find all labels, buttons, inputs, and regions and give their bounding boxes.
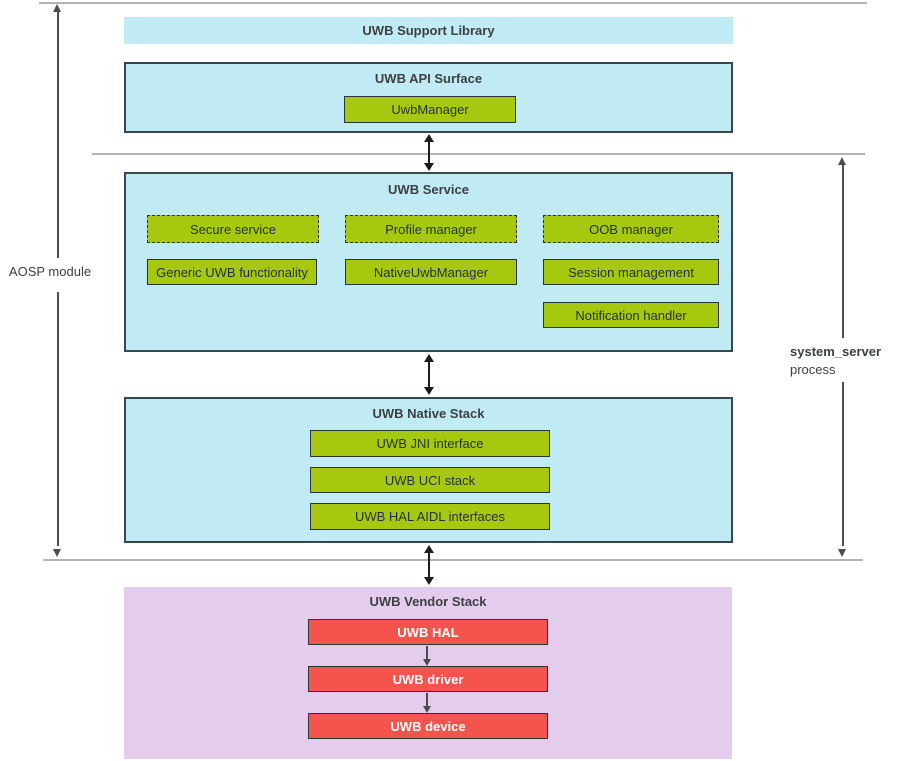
notification-handler-box: Notification handler	[543, 302, 719, 328]
hal-driver-down-arrow	[423, 646, 431, 666]
native-vendor-bidirectional-arrow	[424, 545, 434, 585]
driver-device-down-arrow	[423, 693, 431, 713]
system-server-arrow-line-bottom	[842, 382, 844, 546]
uwb-hal-aidl-interfaces-box: UWB HAL AIDL interfaces	[310, 503, 550, 530]
uwb-device-box: UWB device	[308, 713, 548, 739]
system-server-label: system_server process	[790, 343, 894, 378]
system-server-label-bold: system_server	[790, 344, 882, 359]
session-management-box: Session management	[543, 259, 719, 285]
uwb-native-stack-title: UWB Native Stack	[372, 406, 485, 421]
uwb-jni-interface-box: UWB JNI interface	[310, 430, 550, 457]
aosp-arrow-up-icon	[53, 4, 61, 12]
api-service-bidirectional-arrow	[424, 134, 434, 171]
uwb-hal-box: UWB HAL	[308, 619, 548, 645]
system-server-arrow-down-icon	[838, 549, 846, 557]
uwb-support-library-box: UWB Support Library	[124, 17, 733, 44]
aosp-arrow-line-bottom	[57, 292, 59, 546]
system-server-label-process: process	[790, 361, 836, 377]
uwb-vendor-stack-title: UWB Vendor Stack	[369, 594, 487, 609]
uwb-support-library-title: UWB Support Library	[362, 23, 495, 38]
uwb-driver-box: UWB driver	[308, 666, 548, 692]
top-separator-line	[39, 2, 867, 4]
profile-manager-box: Profile manager	[345, 215, 517, 243]
aosp-arrow-down-icon	[53, 549, 61, 557]
secure-service-box: Secure service	[147, 215, 319, 243]
vendor-boundary-separator-line	[43, 559, 863, 561]
uwb-api-surface-title: UWB API Surface	[374, 71, 483, 86]
system-server-arrow-up-icon	[838, 157, 846, 165]
service-native-bidirectional-arrow	[424, 354, 434, 395]
nativeuwbmanager-box: NativeUwbManager	[345, 259, 517, 285]
uwb-service-box: UWB Service Secure service Profile manag…	[124, 172, 733, 352]
uwb-vendor-stack-box: UWB Vendor Stack UWB HAL UWB driver UWB …	[124, 587, 732, 759]
system-server-top-separator-line	[92, 153, 865, 155]
uwb-uci-stack-box: UWB UCI stack	[310, 467, 550, 493]
system-server-arrow-line-top	[842, 164, 844, 338]
uwb-native-stack-box: UWB Native Stack UWB JNI interface UWB U…	[124, 397, 733, 543]
aosp-module-label: AOSP module	[8, 264, 92, 279]
uwb-service-title: UWB Service	[388, 182, 469, 197]
generic-uwb-functionality-box: Generic UWB functionality	[147, 259, 317, 285]
oob-manager-box: OOB manager	[543, 215, 719, 243]
aosp-arrow-line-top	[57, 11, 59, 258]
uwbmanager-box: UwbManager	[344, 96, 516, 123]
uwb-api-surface-box: UWB API Surface UwbManager	[124, 62, 733, 133]
